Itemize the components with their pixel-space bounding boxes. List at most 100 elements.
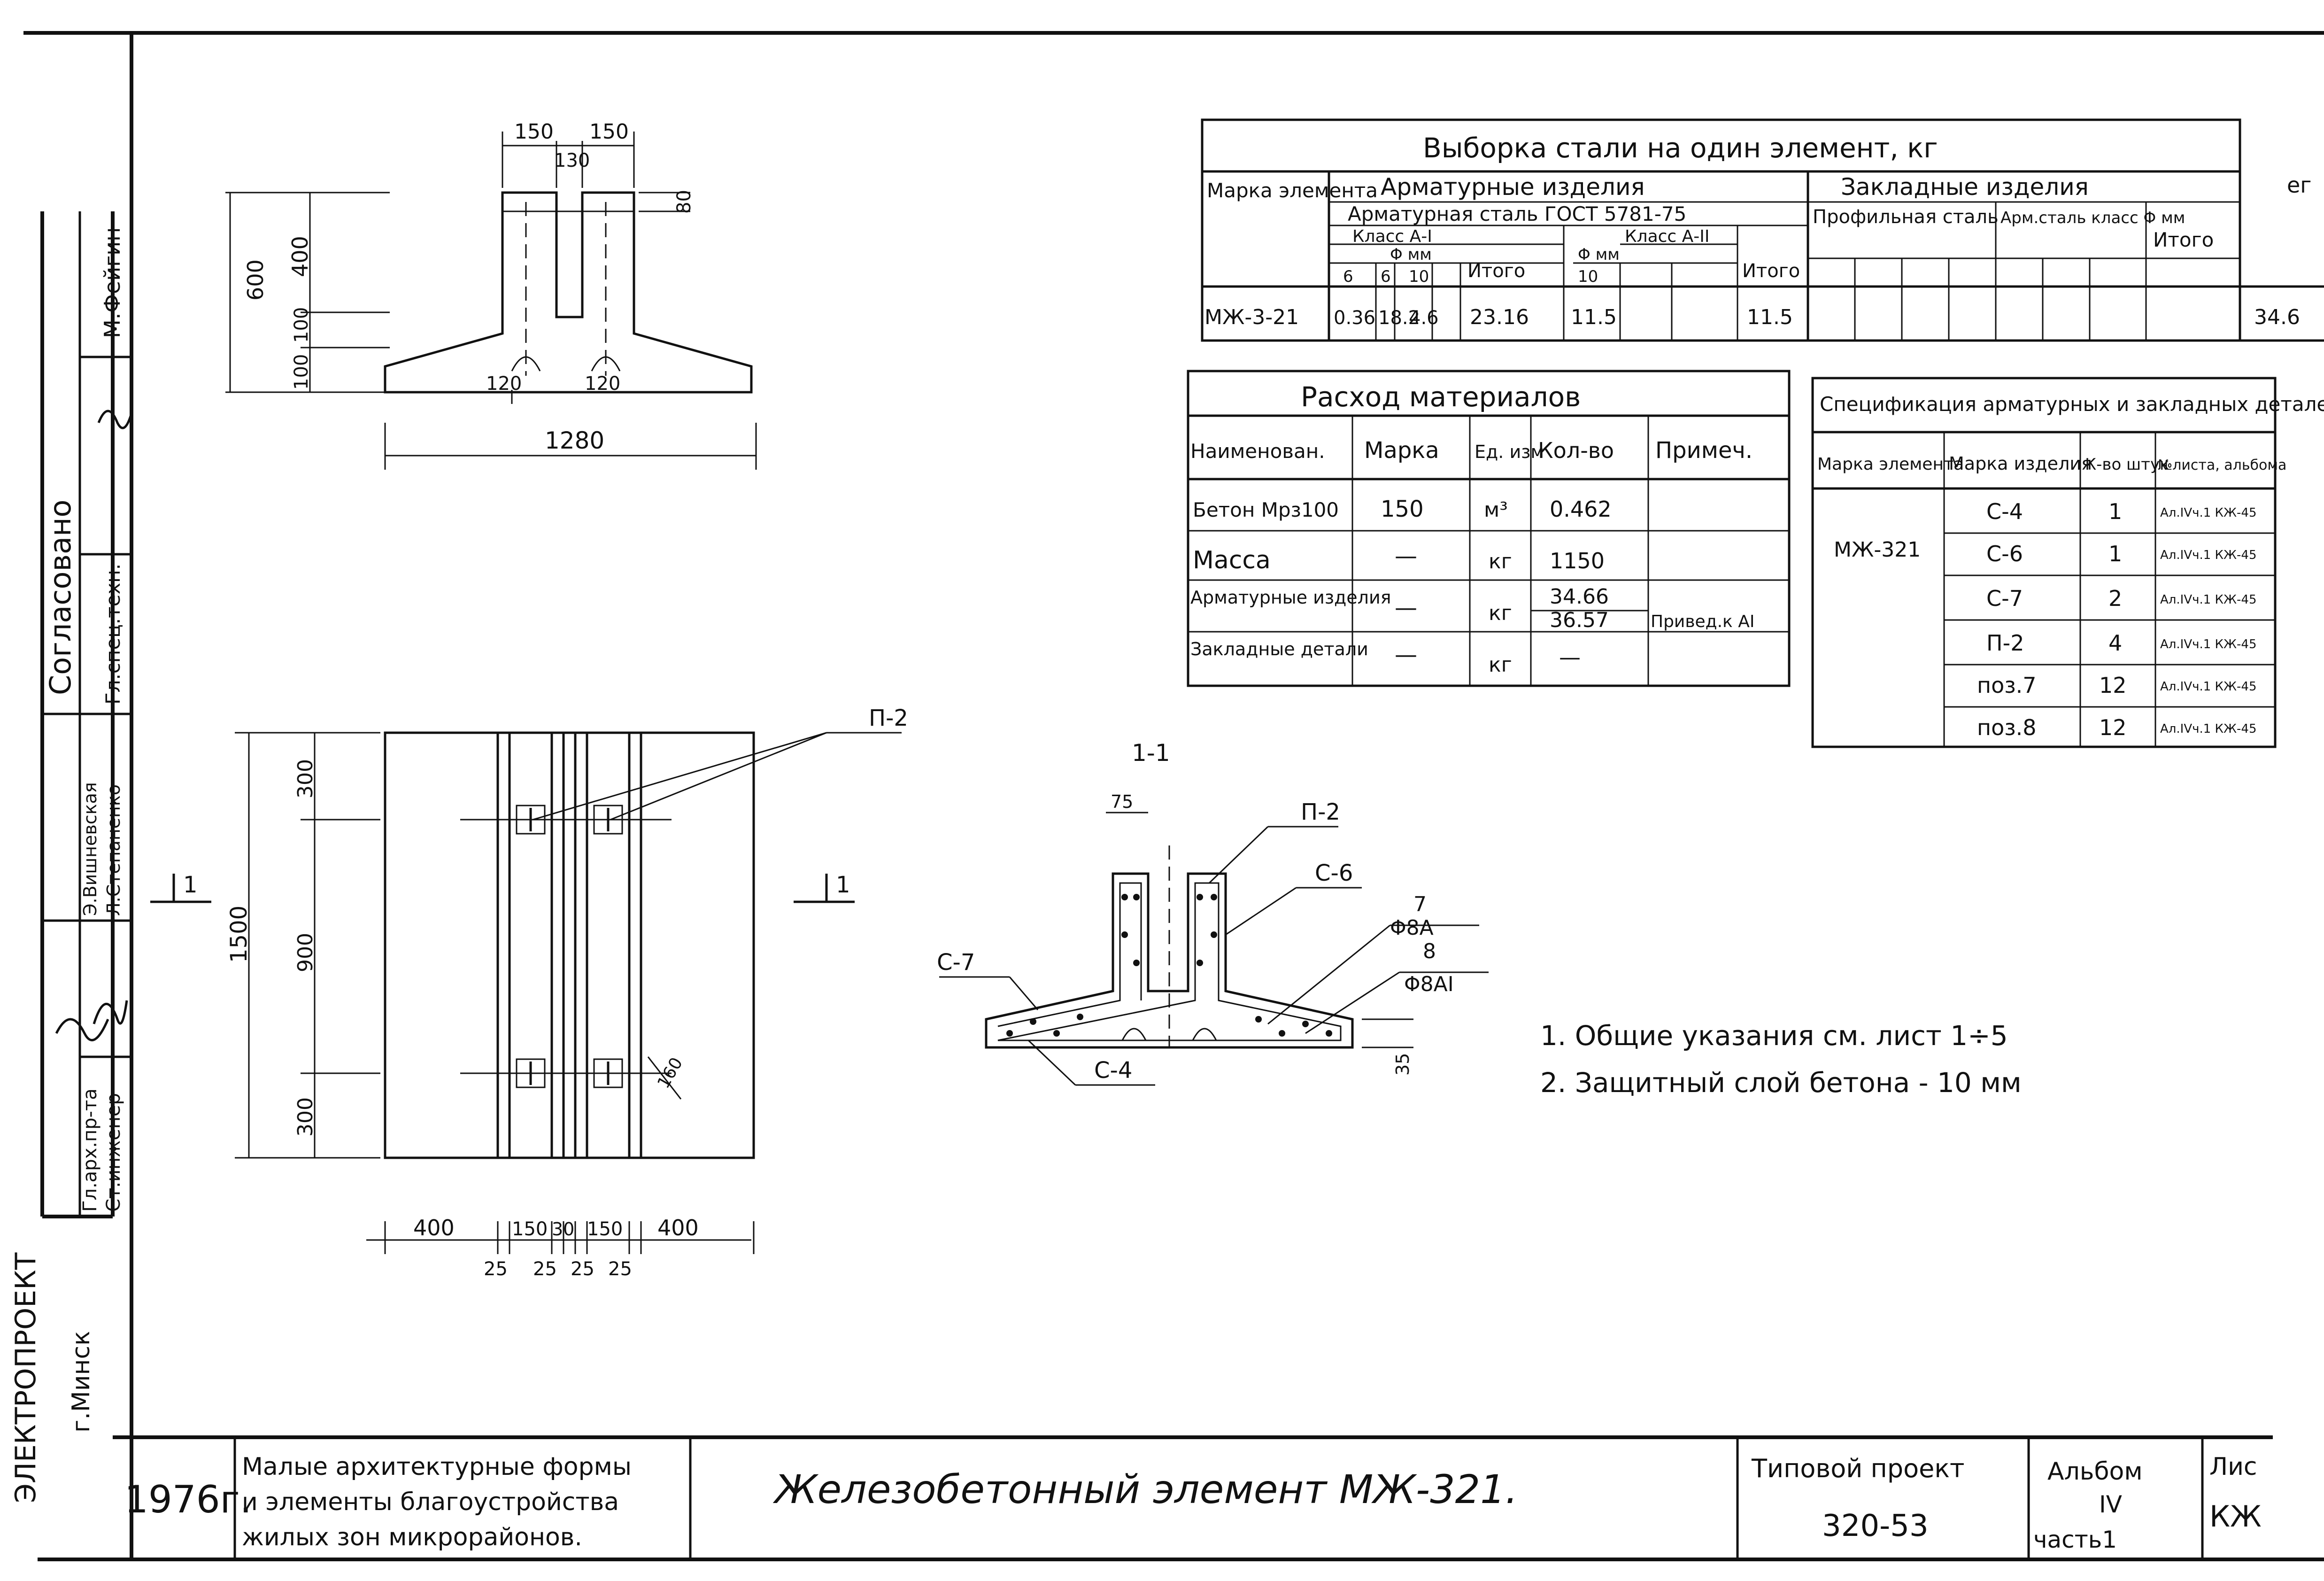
steel-edge-text: ег <box>2287 172 2311 198</box>
year: 1976г. <box>124 1478 252 1521</box>
mat-r1-qty: 0.462 <box>1550 496 1612 522</box>
spec-r1-item: С-4 <box>1986 499 2023 524</box>
dim-300-a: 300 <box>293 759 317 798</box>
dim-400-b: 400 <box>657 1215 699 1240</box>
spec-title: Спецификация арматурных и закладных дета… <box>1820 393 2324 416</box>
mat-r5-qty: — <box>1559 644 1581 670</box>
spec-h-qty: К-во штук <box>2085 455 2170 474</box>
spec-element: МЖ-321 <box>1834 538 1921 562</box>
dim-600: 600 <box>243 259 268 301</box>
steel-title: Выборка стали на один элемент, кг <box>1423 132 1938 164</box>
spec-r2-qty: 1 <box>2108 541 2122 566</box>
steel-row-v4: 11.5 <box>1571 305 1617 329</box>
sheet-value: КЖ <box>2209 1499 2262 1534</box>
mat-r1-mark: 150 <box>1381 496 1424 522</box>
spec-h-sheet: №листа, альбома <box>2158 457 2286 473</box>
dim-400-a: 400 <box>413 1215 455 1240</box>
dim-100-b: 100 <box>291 354 312 390</box>
materials-title: Расход материалов <box>1301 381 1581 413</box>
steel-itogo-right: Итого <box>2153 228 2214 251</box>
role-1: Гл.спец.техн. <box>101 564 124 705</box>
spec-r4-qty: 4 <box>2108 630 2122 656</box>
steel-row-total: 34.6 <box>2254 305 2300 329</box>
org-city: г.Минск <box>67 1331 95 1433</box>
title-block: 1976г. Малые архитектурные формы и элеме… <box>113 1435 2273 1559</box>
approved-name: М.Фейгин <box>100 227 125 338</box>
steel-col-mark: Марка элемента <box>1207 179 1378 202</box>
spec-r1-qty: 1 <box>2108 499 2122 524</box>
mat-r5-name: Закладные детали <box>1190 639 1368 659</box>
section-title: 1-1 <box>1132 739 1170 767</box>
rebar-7: 7 <box>1413 892 1427 916</box>
album-part: часть1 <box>2033 1526 2117 1553</box>
note-2: 2. Защитный слой бетона - 10 мм <box>1540 1067 2022 1099</box>
subject-line-2: и элементы благоустройства <box>242 1488 619 1516</box>
mat-r3-mark: — <box>1395 595 1417 621</box>
mat-h-unit: Ед. изм <box>1475 442 1544 462</box>
dim-150-c: 150 <box>512 1218 548 1240</box>
album-label: Альбом <box>2047 1457 2143 1486</box>
steel-row-t1: 23.16 <box>1470 305 1529 329</box>
steel-row-v2: 18.2 <box>1378 307 1420 329</box>
mat-r5-unit: кг <box>1489 653 1512 677</box>
elevation-view: 150 150 130 80 600 400 100 100 120 120 1… <box>225 120 757 470</box>
sidebar-stamp: Согласовано М.Фейгин Гл.спец.техн. Гл.ар… <box>9 211 133 1503</box>
mat-r3-qty: 34.66 <box>1550 585 1609 609</box>
plan-view: П-2 1500 300 900 300 160 400 150 30 150 … <box>150 705 908 1280</box>
steel-class2: Класс А-II <box>1625 227 1710 246</box>
spec-r6-qty: 12 <box>2099 715 2127 740</box>
approved-label: Согласовано <box>43 500 77 695</box>
steel-d1-2: 10 <box>1409 267 1429 286</box>
signature-1 <box>55 1018 109 1041</box>
mat-r5-mark: — <box>1395 642 1417 668</box>
general-notes: 1. Общие указания см. лист 1÷5 2. Защитн… <box>1540 1020 2022 1099</box>
label-c4: С-4 <box>1094 1057 1132 1084</box>
sheet-title: Железобетонный элемент МЖ-321. <box>772 1466 1518 1512</box>
dim-1500: 1500 <box>226 906 252 963</box>
dim-25-b: 25 <box>533 1258 557 1280</box>
dim-120-a: 120 <box>486 373 522 395</box>
steel-d2-0: 10 <box>1578 267 1598 286</box>
subject-line-1: Малые архитектурные формы <box>242 1453 632 1481</box>
mat-r1-name: Бетон Мрз100 <box>1193 498 1339 521</box>
mat-h-note: Примеч. <box>1655 437 1753 464</box>
spec-r3-qty: 2 <box>2108 586 2122 611</box>
mat-h-qty: Кол-во <box>1538 438 1614 463</box>
mat-r2-unit: кг <box>1489 550 1512 574</box>
steel-phi1: Φ мм <box>1390 245 1432 264</box>
dim-900: 900 <box>293 933 317 972</box>
dim-150-d: 150 <box>587 1218 623 1240</box>
steel-group2: Закладные изделия <box>1841 173 2089 201</box>
steel-class1: Класс А-I <box>1352 227 1432 246</box>
note-1: 1. Общие указания см. лист 1÷5 <box>1540 1020 2008 1052</box>
steel-row-v3: 4.6 <box>1409 307 1439 329</box>
sheet-label: Лис <box>2209 1453 2257 1481</box>
steel-table: Выборка стали на один элемент, кг Марка … <box>1201 118 2324 342</box>
label-c7: С-7 <box>937 949 975 976</box>
mat-r2-mark: — <box>1395 543 1417 569</box>
spec-table: Спецификация арматурных и закладных дета… <box>1811 377 2324 748</box>
dim-30: 30 <box>552 1219 574 1240</box>
steel-row-t2: 11.5 <box>1747 305 1793 329</box>
steel-row-v1: 0.36 <box>1334 307 1375 329</box>
label-p2: П-2 <box>1301 799 1340 825</box>
name-1: Э.Вишневская <box>80 782 100 916</box>
dim-100-a: 100 <box>291 307 312 343</box>
mat-r4-qty: 36.57 <box>1550 608 1609 632</box>
steel-phi2: Φ мм <box>1578 245 1620 264</box>
dim-130: 130 <box>554 150 590 171</box>
mat-r4-note: Привед.к AI <box>1651 612 1754 631</box>
rebar-7-size: Φ8A <box>1390 916 1434 940</box>
materials-table: Расход материалов Наименован. Марка Ед. … <box>1187 370 1791 687</box>
spec-r6-sheet: Ал.IVч.1 КЖ-45 <box>2160 722 2257 736</box>
spec-r4-sheet: Ал.IVч.1 КЖ-45 <box>2160 637 2257 651</box>
spec-h-item: Марка изделия <box>1949 453 2092 474</box>
mat-r2-qty: 1150 <box>1550 548 1605 574</box>
mat-h-name: Наименован. <box>1190 440 1325 463</box>
spec-r4-item: П-2 <box>1986 630 2024 656</box>
spec-h-el: Марка элемента <box>1817 455 1964 474</box>
spec-r3-item: С-7 <box>1986 586 2023 611</box>
dim-150-b: 150 <box>589 120 629 144</box>
name-2: Л.Степаненко <box>103 784 124 916</box>
